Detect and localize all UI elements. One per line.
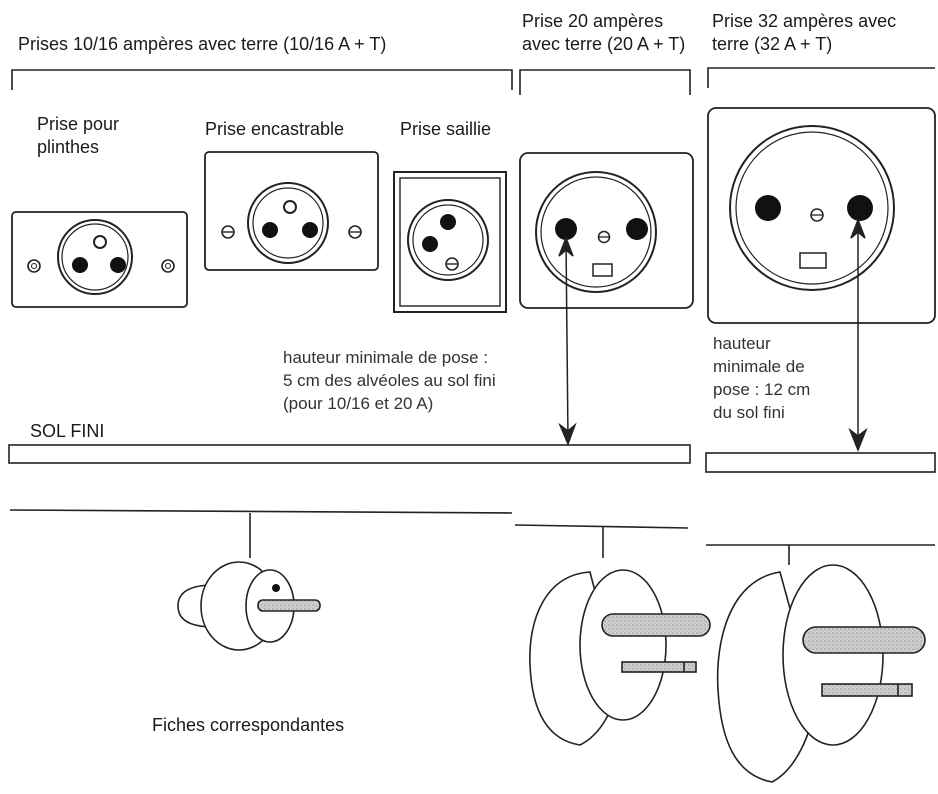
group-10-16-label: Prises 10/16 ampères avec terre (10/16 A… xyxy=(18,34,387,54)
socket-saillie-label: Prise saillie xyxy=(400,119,492,139)
floor-label: SOL FINI xyxy=(30,421,105,441)
plugs-caption: Fiches correspondantes xyxy=(152,715,345,735)
bracket-20 xyxy=(519,69,691,95)
height-arrow-32 xyxy=(848,217,868,453)
plug-lines xyxy=(9,509,935,565)
socket-plinthes xyxy=(11,211,188,308)
group-32-label: Prise 32 ampères avec terre (32 A + T) xyxy=(712,11,897,54)
floor-bars xyxy=(8,444,936,473)
socket-32a xyxy=(707,107,936,324)
bracket-32 xyxy=(707,67,935,88)
height-arrow-20 xyxy=(558,235,577,447)
socket-saillie xyxy=(393,171,507,313)
socket-encastrable xyxy=(204,151,379,271)
socket-20a xyxy=(519,152,694,309)
plug-10-16a xyxy=(177,561,321,651)
height-note-32: hauteur minimale de pose : 12 cm du sol … xyxy=(713,334,811,422)
height-note-20: hauteur minimale de pose : 5 cm des alvé… xyxy=(283,348,496,413)
plug-32a xyxy=(716,564,926,783)
socket-plinthes-label: Prise pour plinthes xyxy=(37,114,120,157)
socket-encastrable-label: Prise encastrable xyxy=(205,119,345,139)
bracket-10-16 xyxy=(11,69,513,90)
group-20-label: Prise 20 ampères avec terre (20 A + T) xyxy=(522,11,686,54)
plug-20a xyxy=(529,569,711,746)
